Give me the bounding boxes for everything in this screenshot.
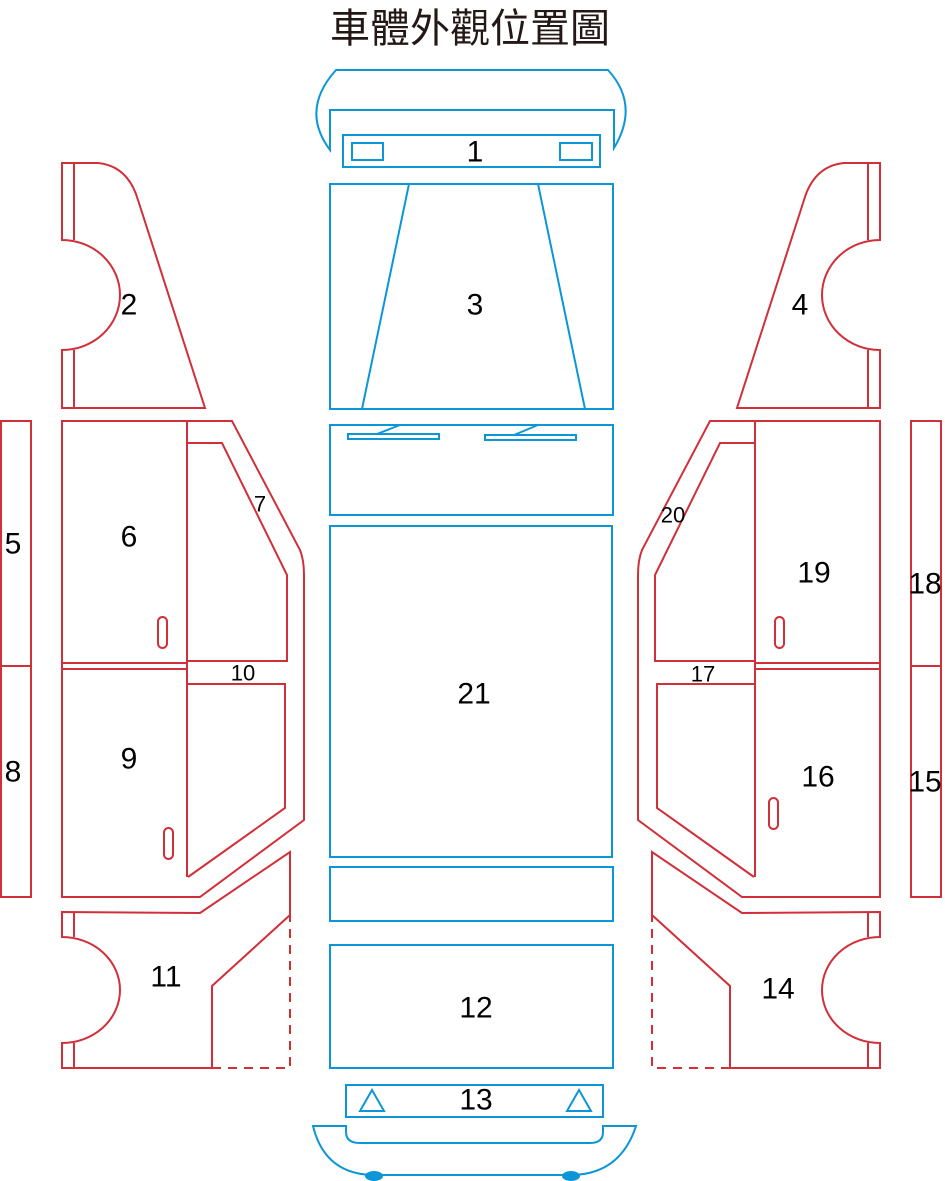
rear-window[interactable] (329, 866, 614, 922)
right-side (637, 162, 942, 1069)
panel-12-trunk[interactable] (329, 944, 614, 1069)
label-20: 20 (661, 503, 685, 528)
triangle-icon (565, 1087, 593, 1112)
label-4: 4 (792, 289, 809, 322)
label-18: 18 (908, 568, 941, 601)
label-7: 7 (254, 492, 266, 517)
wheel-icon (562, 1171, 580, 1181)
label-8: 8 (5, 756, 22, 789)
label-13: 13 (459, 1084, 492, 1117)
label-19: 19 (797, 557, 830, 590)
label-21: 21 (457, 678, 490, 711)
door-handle-icon (157, 616, 168, 649)
label-2: 2 (121, 289, 138, 322)
wiper-icon (484, 434, 577, 441)
panel-4-front-right-fender[interactable] (735, 162, 881, 409)
panel-21-roof[interactable] (329, 525, 613, 858)
label-10: 10 (231, 661, 255, 686)
door-handle-icon (768, 797, 779, 830)
windshield-cowl[interactable] (329, 424, 614, 516)
door-handle-icon (774, 616, 785, 649)
diagram-title: 車體外觀位置圖 (330, 6, 610, 52)
panel-labels: 1 2 3 4 5 6 7 8 9 10 11 12 13 14 15 16 1… (5, 136, 942, 1117)
panel-3-hood[interactable] (329, 183, 614, 410)
panel-15-18-right-rocker[interactable] (910, 420, 942, 898)
label-14: 14 (761, 973, 794, 1006)
triangle-icon (358, 1087, 386, 1112)
panel-14-rear-right-quarter[interactable] (651, 850, 881, 1069)
panel-13-rear-bumper[interactable] (311, 1084, 638, 1181)
panel-11-rear-left-quarter[interactable] (61, 850, 291, 1069)
label-12: 12 (459, 992, 492, 1025)
panel-5-8-left-rocker[interactable] (0, 420, 32, 898)
label-3: 3 (467, 289, 484, 322)
door-handle-icon (163, 827, 174, 860)
wheel-icon (365, 1171, 383, 1181)
panel-1-front-bumper[interactable] (315, 69, 627, 168)
left-side (0, 162, 305, 1069)
panel-6-9-7-10-left-doors[interactable] (61, 420, 305, 898)
wiper-icon (347, 433, 440, 440)
label-6: 6 (121, 521, 138, 554)
center-column (311, 69, 638, 1181)
label-15: 15 (908, 766, 941, 799)
label-5: 5 (5, 528, 22, 561)
label-17: 17 (691, 662, 715, 687)
label-11: 11 (150, 961, 181, 994)
panel-19-16-20-17-right-doors[interactable] (637, 420, 881, 898)
panel-2-front-left-fender[interactable] (61, 162, 207, 409)
label-9: 9 (121, 743, 138, 776)
label-16: 16 (801, 761, 834, 794)
label-1: 1 (467, 136, 484, 169)
